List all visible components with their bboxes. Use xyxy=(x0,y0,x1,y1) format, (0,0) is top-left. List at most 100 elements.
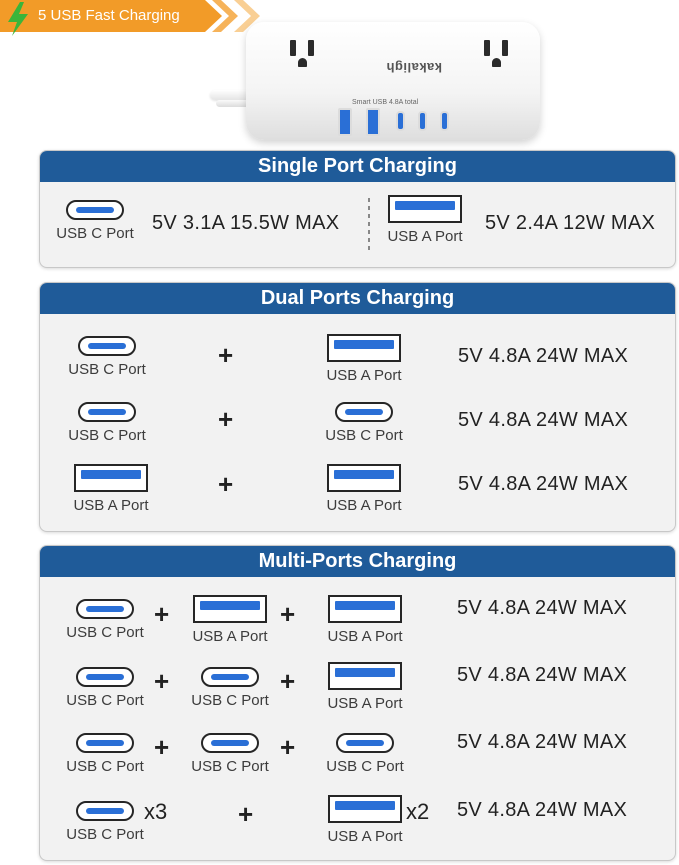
plus-sign: + xyxy=(238,799,254,829)
dual-ports-panel: Dual Ports Charging USB C Port + USB A P… xyxy=(39,282,676,532)
power-strip-image: kakaligh Smart USB 4.8A total xyxy=(210,18,550,148)
usb-a-port-icon xyxy=(366,108,380,136)
port-label: USB C Port xyxy=(66,826,144,843)
divider xyxy=(368,198,370,250)
usb-c-port-icon xyxy=(66,200,124,220)
plus-sign: + xyxy=(154,732,170,762)
usb-c-port-icon xyxy=(418,111,427,131)
port-label: USB A Port xyxy=(387,228,463,245)
spec-text: 5V 4.8A 24W MAX xyxy=(457,731,628,753)
plus-sign: + xyxy=(218,340,234,370)
usb-c-port-icon xyxy=(440,111,449,131)
port-item: USB C Port xyxy=(317,402,411,444)
power-strip-body: kakaligh Smart USB 4.8A total xyxy=(246,22,540,140)
port-panel-label: Smart USB 4.8A total xyxy=(352,99,419,106)
usb-a-port-icon xyxy=(328,595,402,623)
ac-outlet-icon xyxy=(284,36,320,70)
port-label: USB C Port xyxy=(66,758,144,775)
port-label: USB A Port xyxy=(327,695,403,712)
port-label: USB C Port xyxy=(191,692,269,709)
spec-text: 5V 4.8A 24W MAX xyxy=(458,409,629,431)
port-label: USB C Port xyxy=(66,624,144,641)
port-label: USB A Port xyxy=(192,628,268,645)
spec-text: 5V 2.4A 12W MAX xyxy=(485,212,656,234)
port-item: USB C Port xyxy=(58,599,152,641)
plus-sign: + xyxy=(218,469,234,499)
port-label: USB A Port xyxy=(327,828,403,845)
port-item: USB C Port xyxy=(318,733,412,775)
port-label: USB C Port xyxy=(326,758,404,775)
port-label: USB A Port xyxy=(327,628,403,645)
lightning-bolt-icon xyxy=(8,2,28,36)
usb-port-panel: Smart USB 4.8A total xyxy=(334,99,458,138)
plus-sign: + xyxy=(154,666,170,696)
quantity-multiplier: x3 xyxy=(144,799,168,824)
panel-title: Multi-Ports Charging xyxy=(40,546,675,577)
plus-sign: + xyxy=(218,404,234,434)
port-item: USB A Port xyxy=(318,662,412,712)
port-item: USB A Port xyxy=(318,795,412,845)
port-label: USB C Port xyxy=(68,427,146,444)
usb-a-port-icon xyxy=(338,108,352,136)
usb-c-port-icon xyxy=(396,111,405,131)
usb-c-port-icon xyxy=(78,402,136,422)
usb-a-port-icon xyxy=(327,464,401,492)
single-port-panel: Single Port Charging USB C Port 5V 3.1A … xyxy=(39,150,676,268)
spec-text: 5V 3.1A 15.5W MAX xyxy=(152,212,340,234)
usb-c-port-icon xyxy=(76,599,134,619)
port-item: USB A Port xyxy=(183,595,277,645)
feature-banner: 5 USB Fast Charging xyxy=(0,0,262,36)
spec-text: 5V 4.8A 24W MAX xyxy=(458,473,629,495)
banner-text: 5 USB Fast Charging xyxy=(38,7,180,24)
banner-arrow xyxy=(0,0,222,32)
plus-sign: + xyxy=(154,599,170,629)
port-label: USB C Port xyxy=(56,225,134,242)
port-item: USB A Port xyxy=(378,195,472,245)
port-item: USB A Port xyxy=(317,464,411,514)
quantity-multiplier: x2 xyxy=(406,799,430,824)
plus-sign: + xyxy=(280,666,296,696)
usb-c-port-icon xyxy=(76,801,134,821)
port-item: USB C Port xyxy=(183,733,277,775)
port-item: USB A Port xyxy=(318,595,412,645)
port-item: USB C Port xyxy=(58,733,152,775)
port-item: USB C Port xyxy=(183,667,277,709)
multi-ports-panel: Multi-Ports Charging USB C Port + USB A … xyxy=(39,545,676,861)
usb-c-port-icon xyxy=(76,733,134,753)
usb-c-port-icon xyxy=(335,402,393,422)
usb-a-port-icon xyxy=(328,795,402,823)
port-label: USB C Port xyxy=(66,692,144,709)
port-item: USB A Port xyxy=(317,334,411,384)
usb-c-port-icon xyxy=(336,733,394,753)
port-item: USB C Port xyxy=(58,667,152,709)
usb-a-port-icon xyxy=(388,195,462,223)
panel-title: Single Port Charging xyxy=(40,151,675,182)
usb-c-port-icon xyxy=(76,667,134,687)
port-label: USB A Port xyxy=(326,497,402,514)
usb-a-port-icon xyxy=(327,334,401,362)
port-label: USB A Port xyxy=(326,367,402,384)
ac-outlet-icon xyxy=(478,36,514,70)
spec-text: 5V 4.8A 24W MAX xyxy=(457,664,628,686)
port-label: USB C Port xyxy=(68,361,146,378)
plus-sign: + xyxy=(280,732,296,762)
spec-text: 5V 4.8A 24W MAX xyxy=(458,345,629,367)
plus-sign: + xyxy=(280,599,296,629)
power-cord-loop xyxy=(216,100,266,107)
port-item: USB C Port xyxy=(60,402,154,444)
port-label: USB C Port xyxy=(191,758,269,775)
panel-title: Dual Ports Charging xyxy=(40,283,675,314)
port-item: USB C Port xyxy=(58,801,152,843)
port-label: USB C Port xyxy=(325,427,403,444)
port-item: USB C Port xyxy=(60,336,154,378)
port-label: USB A Port xyxy=(73,497,149,514)
usb-a-port-icon xyxy=(74,464,148,492)
spec-text: 5V 4.8A 24W MAX xyxy=(457,799,628,821)
port-item: USB A Port xyxy=(64,464,158,514)
usb-c-port-icon xyxy=(78,336,136,356)
usb-a-port-icon xyxy=(193,595,267,623)
power-cord xyxy=(210,90,270,100)
usb-c-port-icon xyxy=(201,667,259,687)
port-item: USB C Port xyxy=(50,200,140,242)
spec-text: 5V 4.8A 24W MAX xyxy=(457,597,628,619)
